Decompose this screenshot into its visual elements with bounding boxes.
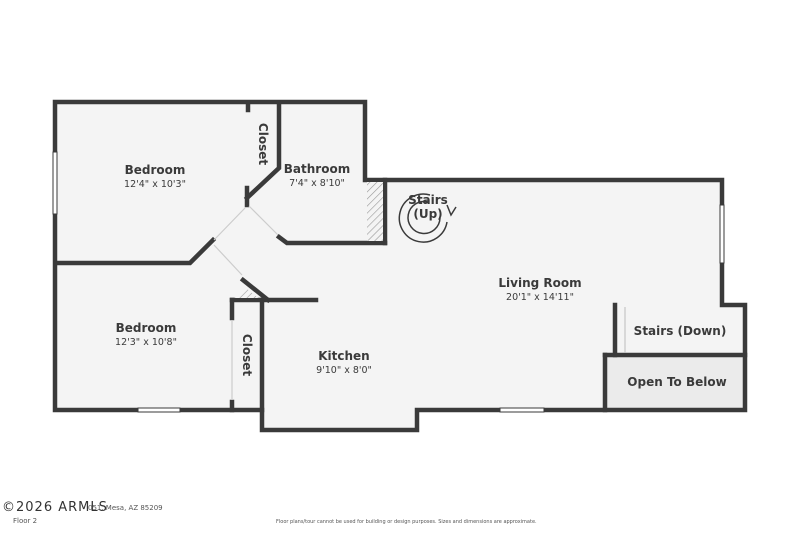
room-name: Bedroom [115, 321, 177, 335]
closet-upper-label: Closet [256, 122, 271, 166]
watermark: ©2026 ARMLS [2, 500, 108, 515]
stairs-up-label: Stairs (Up) [408, 193, 448, 221]
room-name: Bedroom [124, 163, 186, 177]
open-to-below-area [607, 356, 743, 408]
windows [52, 151, 725, 413]
stairs-up-line2: (Up) [413, 207, 443, 221]
room-dimensions: 7'4" x 8'10" [289, 178, 345, 189]
window [719, 204, 725, 264]
room-name: Kitchen [318, 349, 370, 363]
floor-area [57, 104, 743, 428]
open-to-below-label: Open To Below [627, 375, 727, 389]
room-bedroom-2: Bedroom 12'3" x 10'8" [115, 321, 177, 348]
stairs-down-label: Stairs (Down) [633, 324, 727, 338]
window [137, 407, 181, 413]
hatched-chase [367, 182, 383, 241]
window [499, 407, 545, 413]
hatched-chase-small [235, 288, 258, 298]
room-name: Living Room [498, 276, 582, 290]
room-bathroom: Bathroom 7'4" x 8'10" [284, 162, 350, 189]
window [52, 151, 58, 215]
stairs-up-line1: Stairs [408, 193, 448, 207]
spiral-stairs-icon [398, 193, 457, 243]
walls [52, 99, 748, 433]
door-openings [213, 205, 279, 400]
closet-lower-label: Closet [240, 333, 255, 377]
address: 051, Mesa, AZ 85209 [88, 504, 163, 512]
room-name: Bathroom [283, 162, 351, 176]
room-bedroom-1: Bedroom 12'4" x 10'3" [124, 163, 186, 190]
room-dimensions: 20'1" x 14'11" [506, 292, 574, 303]
room-dimensions: 12'4" x 10'3" [124, 179, 186, 190]
room-living-room: Living Room 20'1" x 14'11" [498, 276, 581, 303]
room-kitchen: Kitchen 9'10" x 8'0" [316, 349, 372, 376]
floor-label: Floor 2 [13, 517, 38, 525]
room-dimensions: 12'3" x 10'8" [115, 337, 177, 348]
disclaimer: Floor plans/tour cannot be used for buil… [276, 519, 537, 525]
room-dimensions: 9'10" x 8'0" [316, 365, 372, 376]
